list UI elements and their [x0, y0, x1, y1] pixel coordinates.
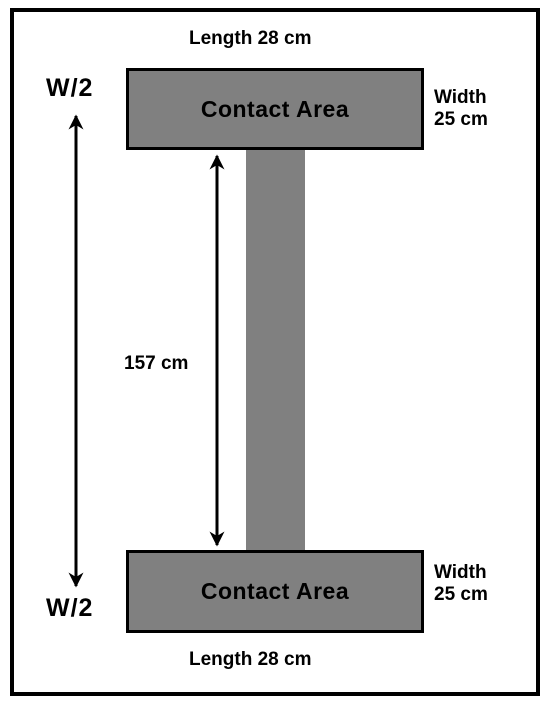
bottom-width-label-line1: Width: [434, 562, 487, 583]
top-width-label-line2: 25 cm: [434, 109, 488, 130]
top-length-label: Length 28 cm: [189, 28, 312, 49]
bottom-width-label: Width 25 cm: [434, 562, 488, 606]
top-load-label: W/2: [46, 74, 94, 102]
bottom-length-label: Length 28 cm: [189, 649, 312, 670]
diagram-frame: [10, 8, 540, 696]
top-width-label-line1: Width: [434, 87, 487, 108]
bottom-contact-area-label: Contact Area: [200, 578, 350, 604]
bottom-load-label: W/2: [46, 594, 94, 622]
top-contact-area: Contact Area: [126, 68, 424, 150]
top-contact-area-label: Contact Area: [200, 95, 350, 122]
spacing-label: 157 cm: [124, 353, 189, 374]
bottom-width-label-line2: 25 cm: [434, 584, 488, 605]
bottom-contact-area: Contact Area: [126, 550, 424, 633]
top-width-label: Width 25 cm: [434, 87, 488, 131]
connecting-axle: [246, 148, 305, 552]
